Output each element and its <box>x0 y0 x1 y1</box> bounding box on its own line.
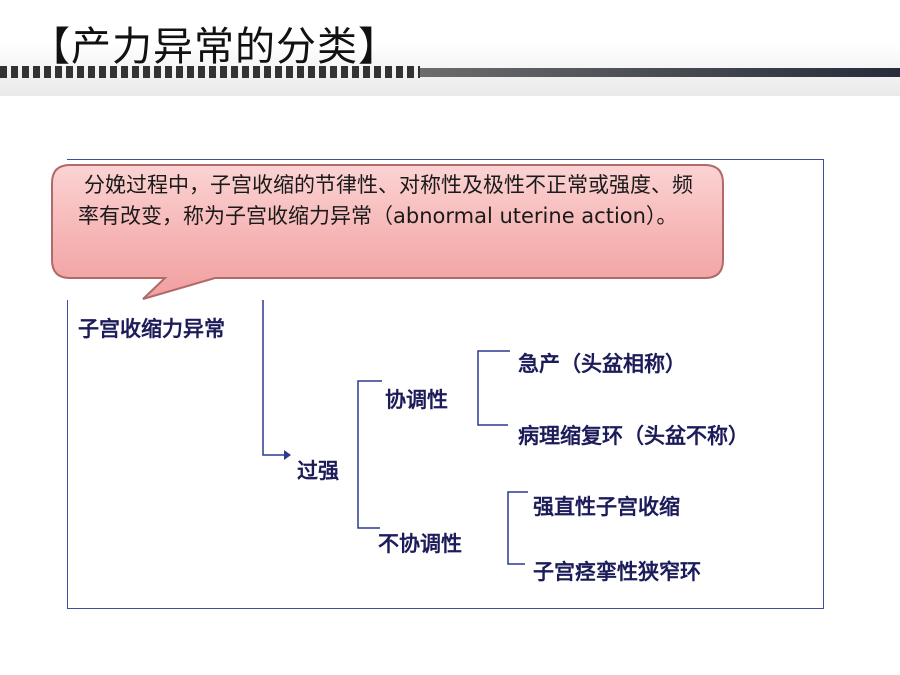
connector-coordinated-branch <box>477 350 510 426</box>
node-root: 子宫收缩力异常 <box>78 317 225 341</box>
slide-title: 【产力异常的分类】 <box>30 24 399 70</box>
connector-strong-branch <box>357 380 382 529</box>
leaf-tetanic: 强直性子宫收缩 <box>533 495 680 519</box>
node-strong: 过强 <box>297 459 339 483</box>
arrow-head-strong <box>284 450 291 460</box>
diagram-frame <box>67 159 824 609</box>
node-uncoordinated: 不协调性 <box>378 532 462 556</box>
callout-text: 分娩过程中，子宫收缩的节律性、对称性及极性不正常或强度、频率有改变，称为子宫收缩… <box>78 173 693 228</box>
leaf-precipitous: 急产（头盆相称） <box>518 352 686 376</box>
title-dashed-rule <box>0 66 420 78</box>
node-coordinated: 协调性 <box>385 388 448 412</box>
title-band <box>0 0 900 96</box>
leaf-spasm-ring: 子宫痉挛性狭窄环 <box>533 560 701 584</box>
title-solid-rule <box>420 68 900 77</box>
connector-uncoordinated-branch <box>507 491 528 565</box>
leaf-pathological-ring: 病理缩复环（头盆不称） <box>518 424 749 448</box>
connector-root-to-strong <box>262 300 284 456</box>
